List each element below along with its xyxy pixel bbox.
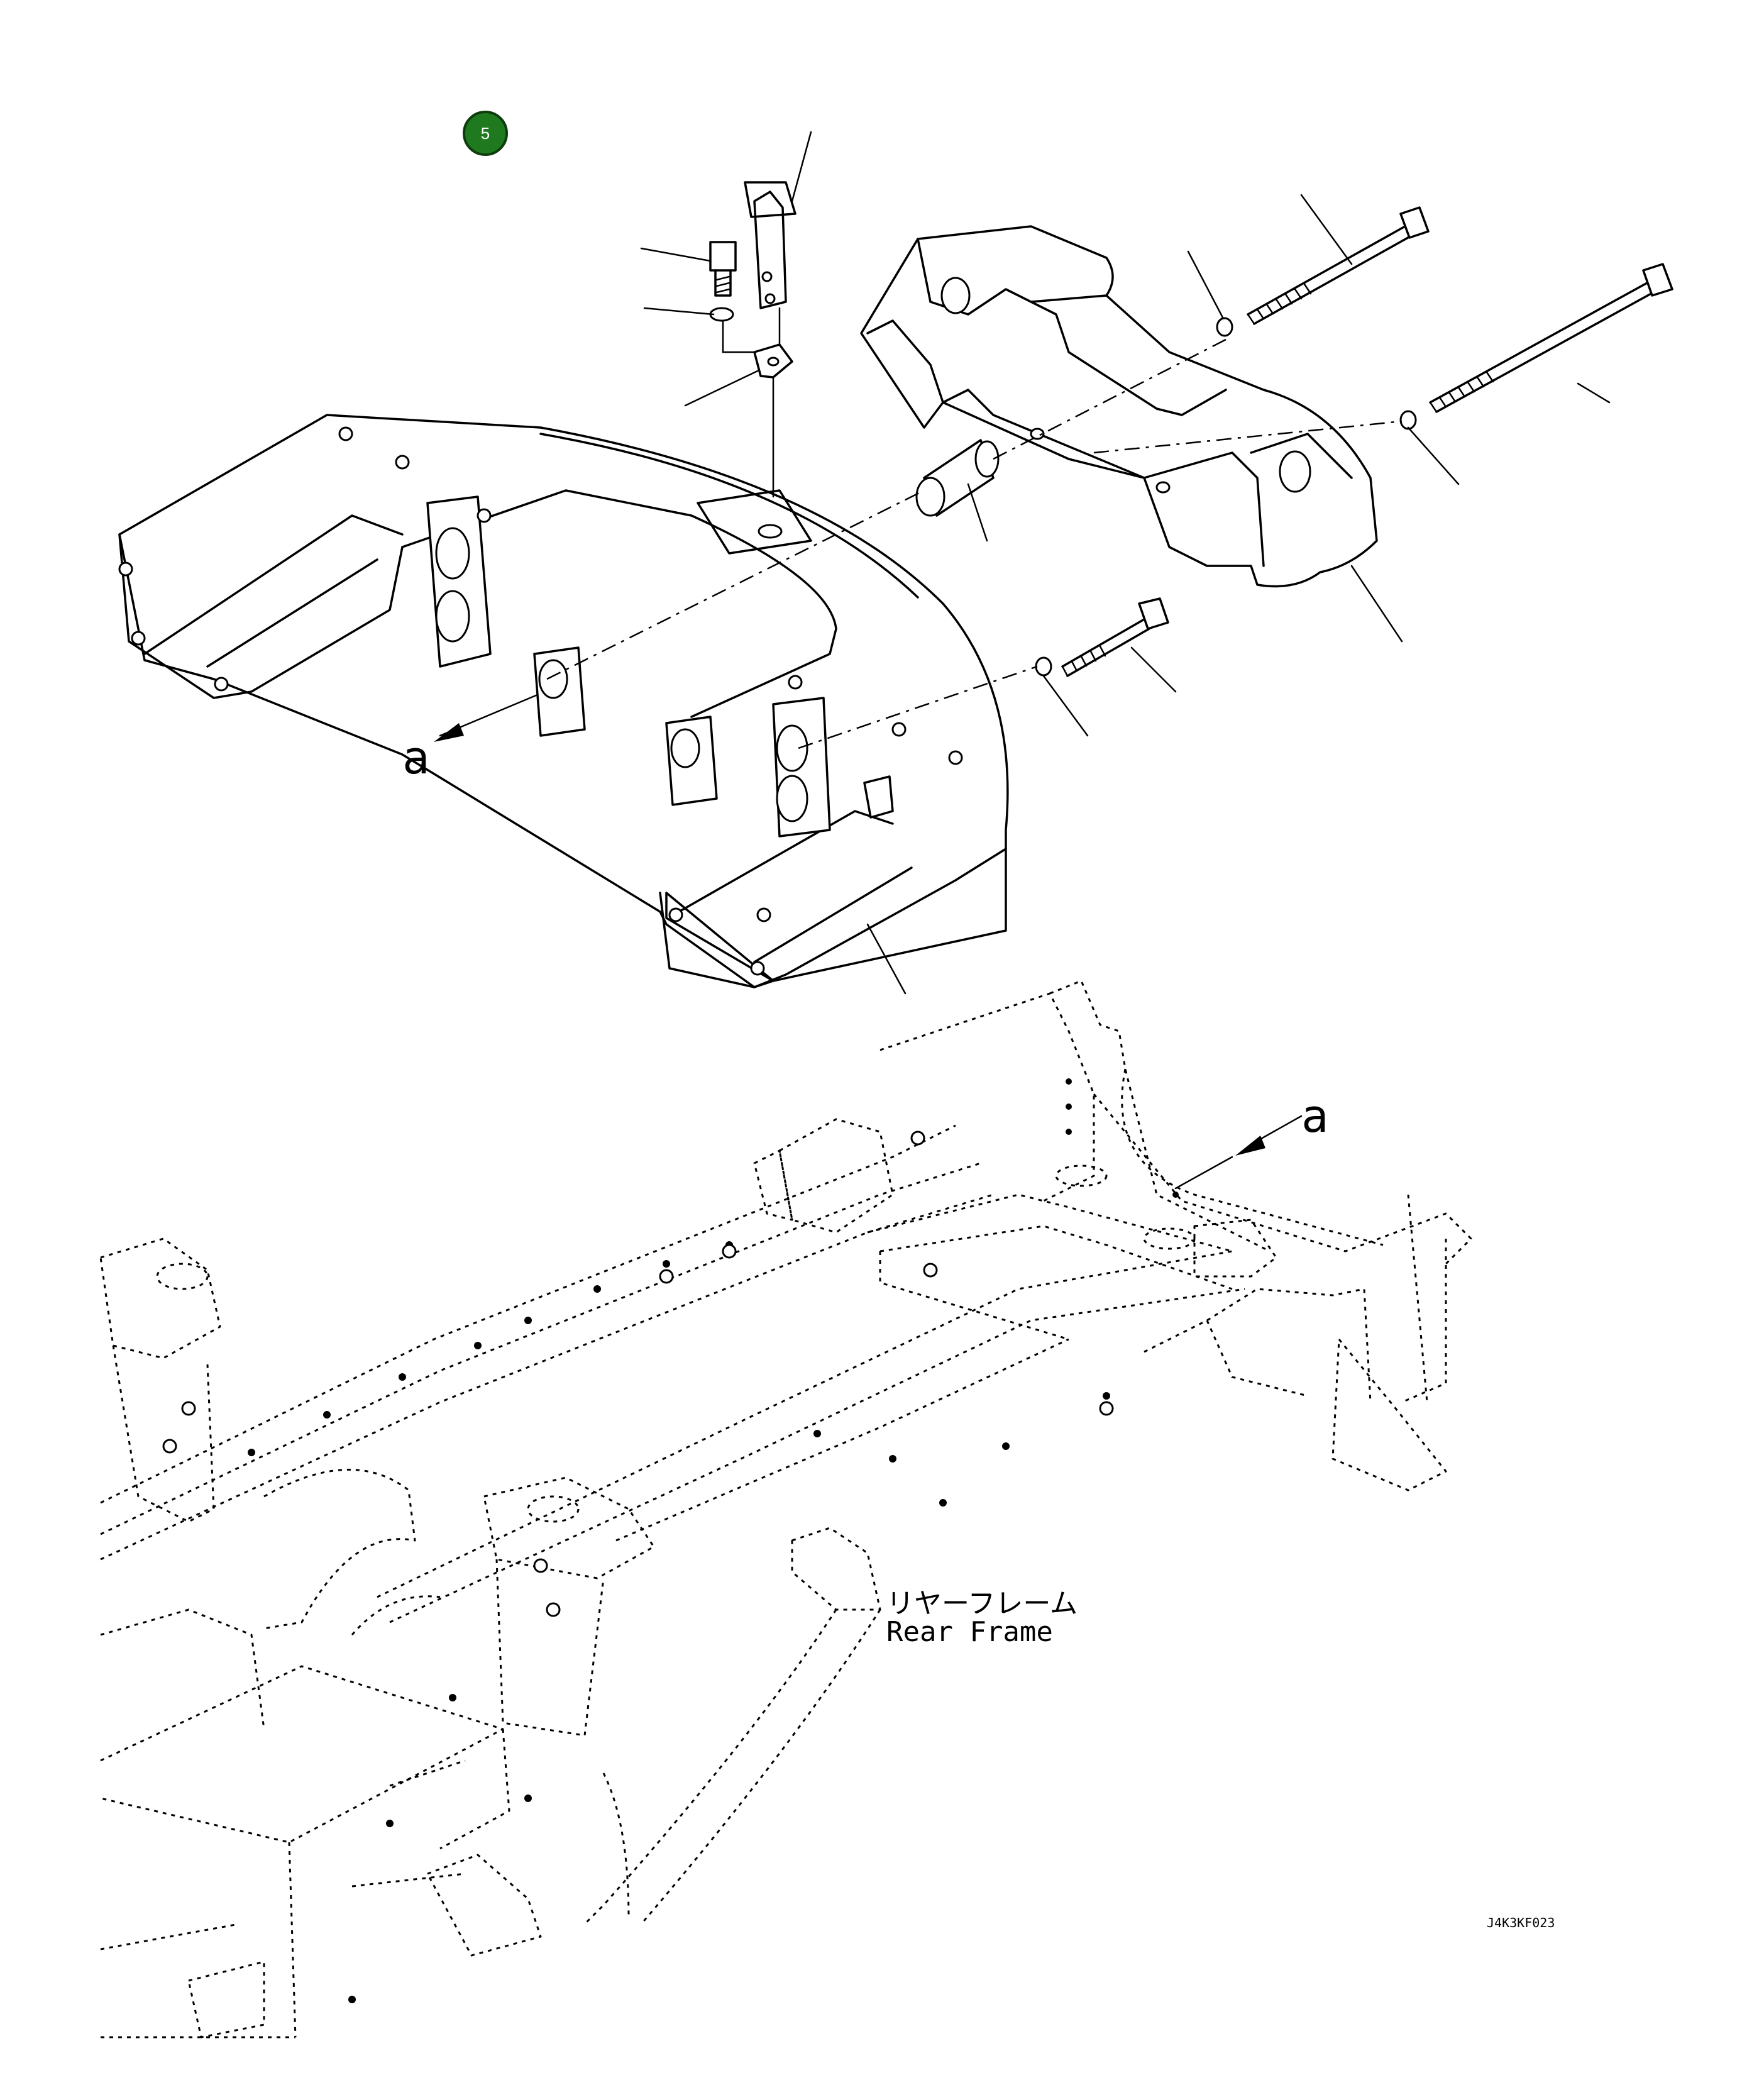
drawing-code: J4K3KF023 [1487, 1915, 1555, 1930]
counterweight-left-arm [118, 533, 404, 699]
pin-axis-line [546, 338, 1403, 749]
view-label-frame: a [1301, 1090, 1328, 1142]
view-arrow-frame [1174, 1115, 1303, 1190]
frame-name-english: Rear Frame [886, 1616, 1053, 1648]
index-badge-number: 5 [481, 124, 490, 143]
view-label-upper: a [402, 731, 429, 784]
frame-name-japanese: リヤーフレーム [886, 1588, 1078, 1620]
rear-frame-bolt-holes [162, 1078, 1179, 2003]
lock-pin [744, 181, 797, 309]
upper-weight-assembly [118, 414, 1009, 988]
pin-mount-plate [697, 489, 812, 555]
counterweight-right-arm [659, 848, 1007, 988]
hitch-drawbar [860, 225, 1378, 588]
leader-lines [640, 131, 1611, 995]
view-arrow-upper [434, 694, 539, 742]
small-bracket [863, 775, 894, 819]
index-badge[interactable]: 5 [463, 111, 508, 156]
pin-fasteners [709, 241, 793, 498]
spacer-collar [915, 439, 1000, 517]
long-bolts [1035, 206, 1673, 677]
rear-frame [99, 980, 1472, 2038]
